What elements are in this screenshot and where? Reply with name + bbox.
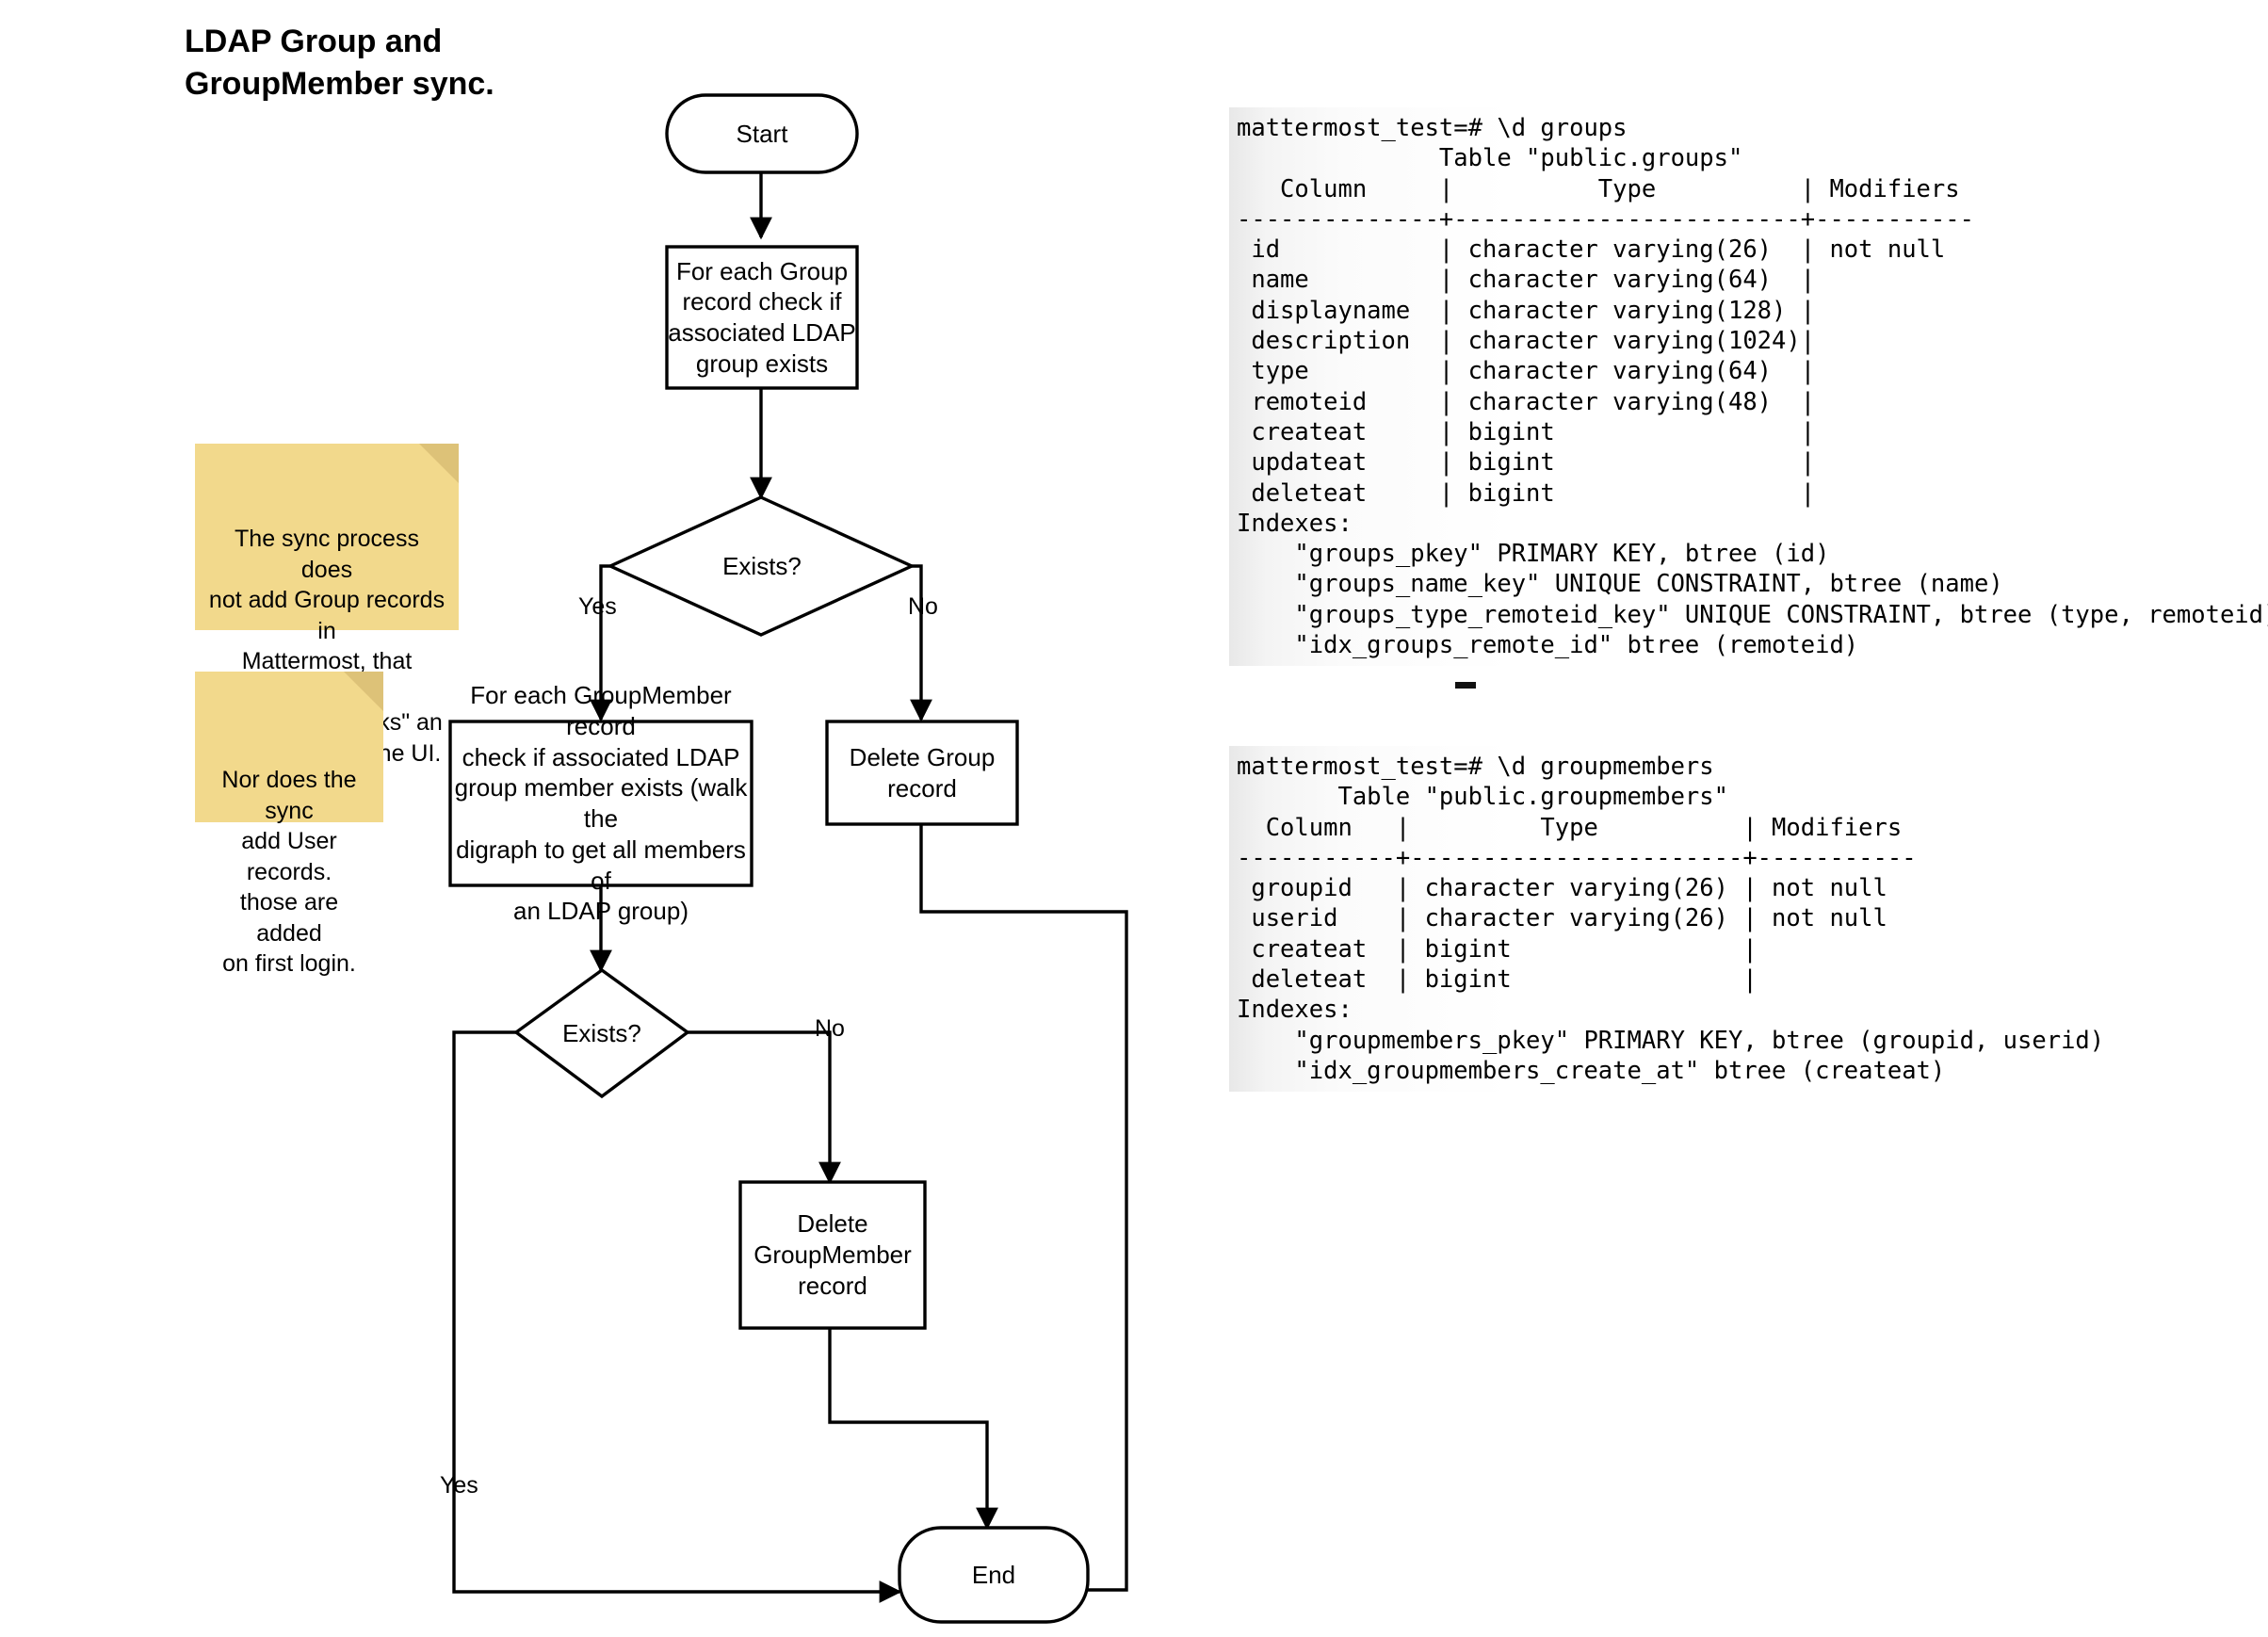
sticky-fold-corner-icon <box>419 444 459 483</box>
node-start <box>665 93 859 174</box>
node-exists-member <box>513 967 690 1099</box>
sticky-note-sync-user-text: Nor does the sync add User records. thos… <box>221 767 357 977</box>
terminal-output-groups: mattermost_test=# \d groups Table "publi… <box>1229 107 2268 667</box>
node-exists-group <box>606 495 916 637</box>
edge-exists-member-yes <box>452 1030 902 1603</box>
edge-exists-member-no <box>688 1030 841 1185</box>
node-end <box>898 1526 1090 1624</box>
node-delete-group <box>825 720 1019 826</box>
edge-label-member-yes: Yes <box>440 1472 478 1499</box>
edge-label-member-no: No <box>815 1015 845 1042</box>
sticky-fold-corner-icon <box>344 672 383 711</box>
edge-delete-member-to-end <box>828 1328 998 1531</box>
sticky-note-sync-group: The sync process does not add Group reco… <box>195 444 459 767</box>
node-delete-member <box>738 1180 927 1330</box>
page-title: LDAP Group and GroupMember sync. <box>185 24 494 103</box>
edge-exists-group-no <box>910 564 932 722</box>
node-check-member <box>448 720 753 887</box>
node-check-group <box>665 245 859 390</box>
edge-exists-group-yes <box>590 564 612 722</box>
terminal-output-groupmembers: mattermost_test=# \d groupmembers Table … <box>1229 746 2104 1093</box>
edge-label-group-yes: Yes <box>578 593 617 620</box>
edge-delete-group-to-end <box>919 824 1128 1601</box>
sticky-note-sync-user: Nor does the sync add User records. thos… <box>195 672 383 977</box>
edge-label-group-no: No <box>908 593 938 620</box>
terminal-cursor <box>1455 682 1476 689</box>
